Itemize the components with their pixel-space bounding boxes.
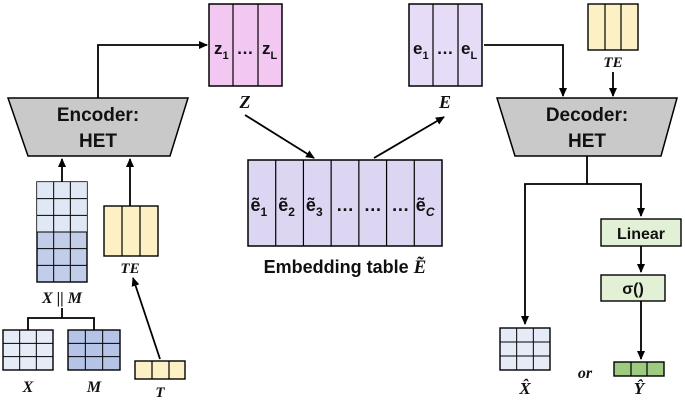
e-label: E — [438, 92, 451, 112]
decoder-trapezoid — [495, 97, 678, 157]
e-cell-L: eL — [461, 39, 477, 62]
linear-block: Linear — [600, 218, 682, 247]
embedding-cell-1: ẽ1 — [251, 195, 268, 219]
y-hat-box — [613, 361, 665, 377]
encoder-block: Encoder: HET — [6, 97, 190, 157]
embedding-table-box — [247, 159, 443, 247]
arrow-decoder-to-linear — [587, 183, 645, 217]
embedding-cell-6: … — [391, 195, 409, 215]
y-hat-output: Ŷ — [613, 361, 665, 398]
decoder-block: Decoder: HET — [495, 97, 678, 157]
z-cell-1: z1 — [214, 39, 229, 62]
decoder-title: Decoder: — [546, 105, 628, 126]
embedding-cell-4: … — [336, 195, 354, 215]
x-matrix-box — [2, 329, 54, 371]
encoder-title: Encoder: — [57, 105, 139, 126]
arrow-embedding-to-e — [373, 116, 445, 159]
sigmoid-box — [600, 274, 666, 302]
m-matrix-box — [67, 329, 121, 371]
decoder-subtitle: HET — [568, 131, 606, 152]
z-label: Z — [239, 92, 251, 112]
z-vector-box — [208, 3, 283, 87]
encoder-subtitle: HET — [79, 131, 117, 152]
e-cell-dots: … — [437, 39, 454, 58]
x-hat-output: X̂ — [499, 327, 551, 398]
m-label: M — [86, 379, 102, 396]
t-vector-box — [134, 360, 186, 380]
encoder-trapezoid — [6, 97, 190, 157]
m-matrix: M — [67, 329, 121, 396]
e-quantized-vector: e1 … eL E — [408, 3, 483, 112]
te-left-box — [103, 205, 159, 257]
x-matrix: X — [2, 329, 54, 396]
embedding-table: ẽ1 ẽ2 ẽ3 … … … ẽC Embedding table E͂ — [247, 159, 443, 278]
x-label: X — [22, 379, 34, 396]
e-vector-box — [408, 3, 483, 87]
arrow-t-to-te — [131, 277, 161, 360]
x-hat-box — [499, 327, 551, 371]
t-vector: T — [134, 360, 186, 401]
embedding-cell-7: ẽC — [416, 195, 435, 219]
te-right-label: TE — [603, 55, 622, 71]
xm-concat-matrix: X || M — [36, 181, 88, 307]
linear-label: Linear — [617, 226, 665, 243]
or-label: or — [578, 365, 593, 382]
arrow-decoder-to-xhat — [521, 156, 588, 325]
embedding-table-caption: Embedding table E͂ — [264, 257, 427, 278]
arrow-e-to-decoder — [484, 44, 567, 97]
te-left: TE — [103, 205, 159, 277]
edges — [27, 41, 645, 360]
te-left-label: TE — [120, 261, 139, 277]
sigmoid-block: σ() — [600, 274, 666, 302]
t-label: T — [155, 385, 165, 401]
arrow-z-to-embedding — [244, 114, 315, 159]
sigmoid-label: σ() — [622, 281, 644, 298]
z-cell-L: zL — [262, 39, 278, 62]
y-hat-label: Ŷ — [634, 379, 646, 398]
embedding-cell-2: ẽ2 — [278, 195, 295, 219]
concat-bracket — [27, 317, 95, 330]
embedding-cell-5: … — [364, 195, 382, 215]
embedding-cell-3: ẽ3 — [306, 195, 323, 219]
xm-label: X || M — [41, 290, 83, 307]
z-cell-dots: … — [237, 39, 254, 58]
te-right-box — [587, 3, 639, 51]
z-latent-vector: z1 … zL Z — [208, 3, 283, 112]
arrow-encoder-to-z — [97, 41, 208, 98]
x-hat-label: X̂ — [518, 379, 531, 398]
e-cell-1: e1 — [413, 39, 429, 62]
te-right: TE — [587, 3, 639, 71]
